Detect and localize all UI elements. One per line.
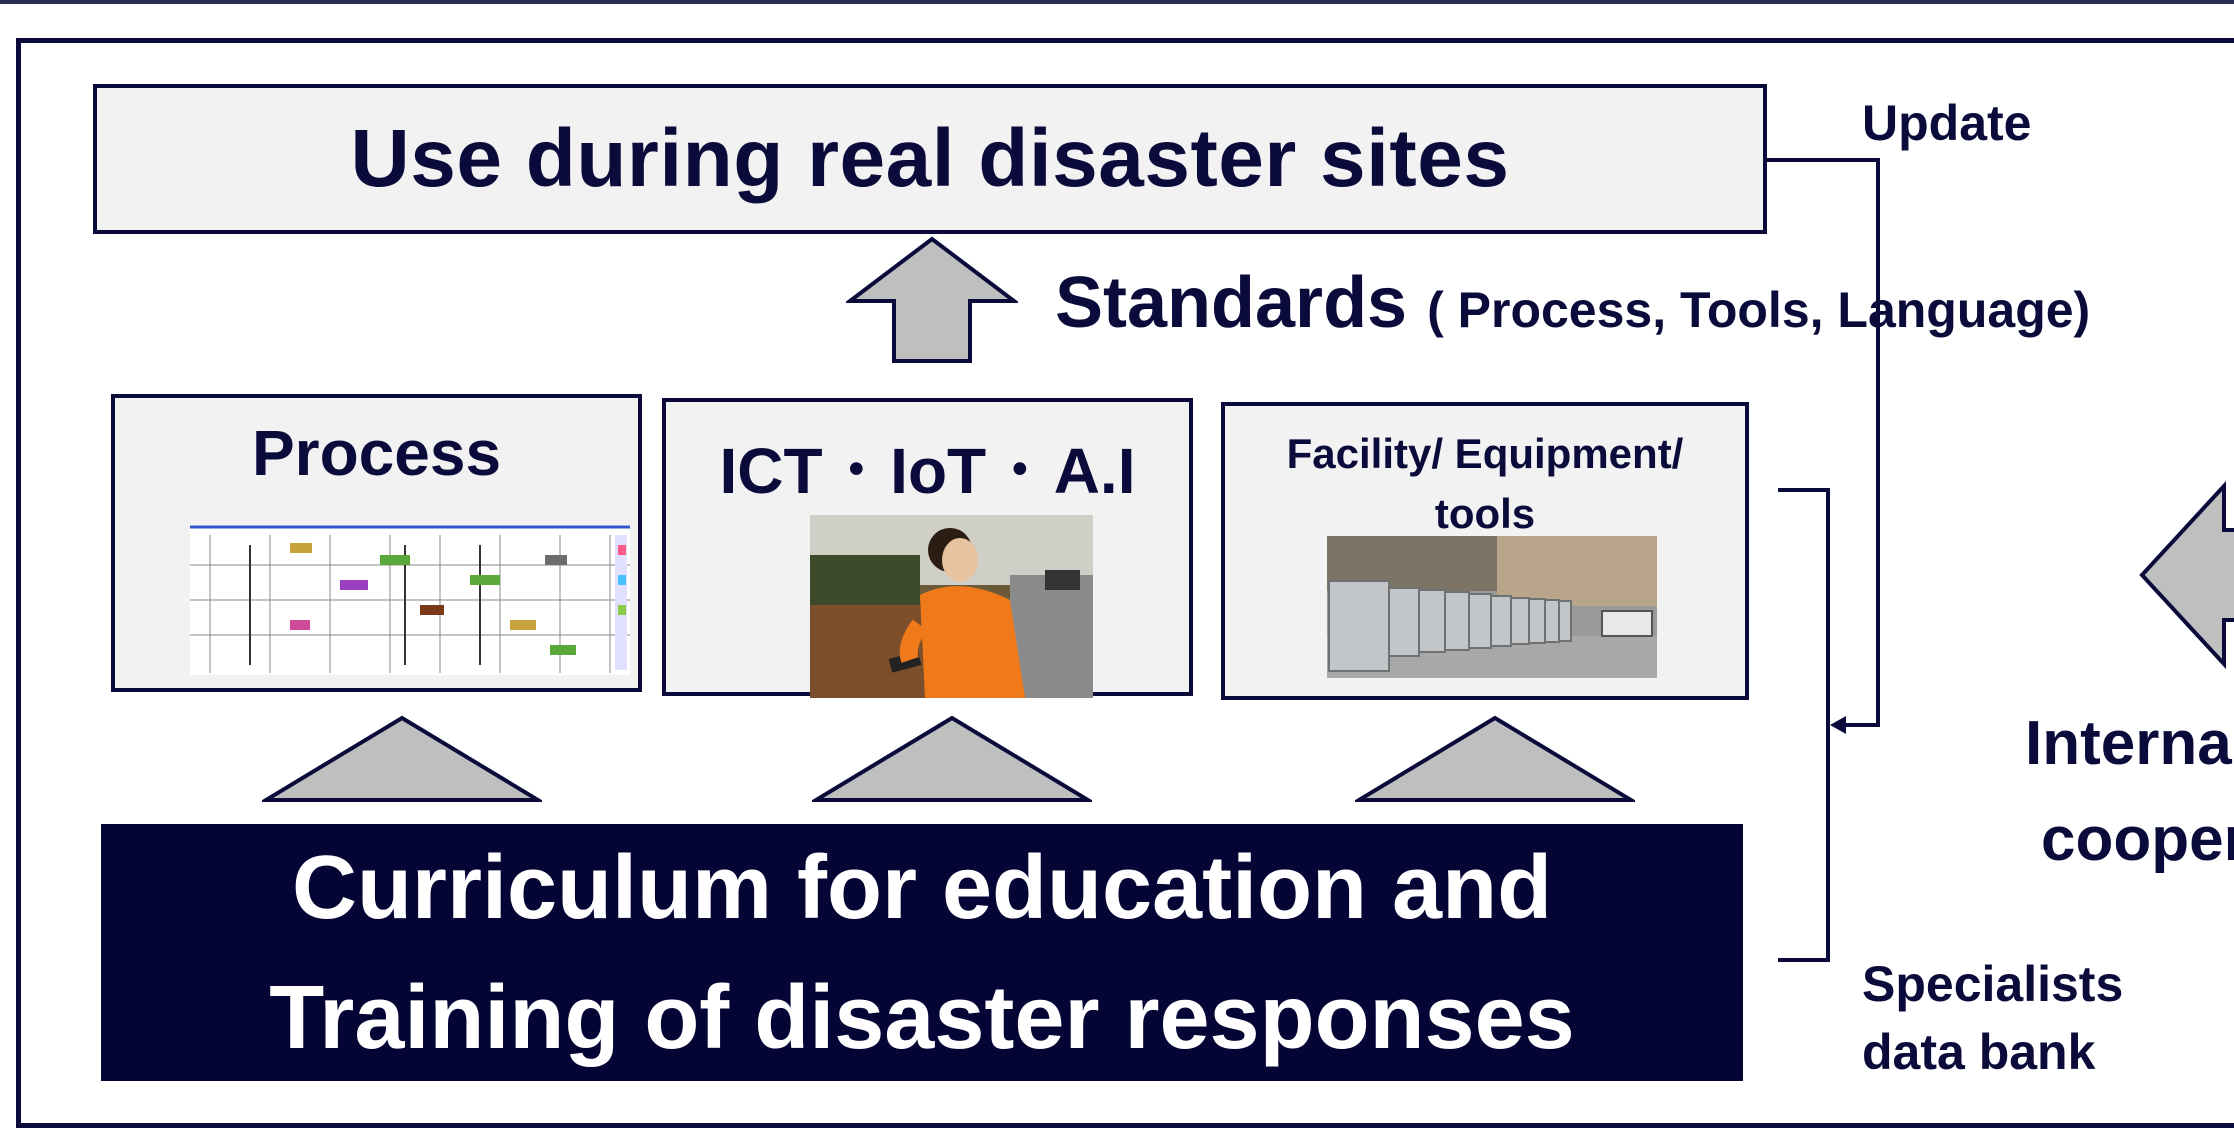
process-triangle: [262, 715, 542, 802]
curriculum-box: Curriculum for education and Training of…: [101, 824, 1743, 1081]
standards-up-arrow: [846, 236, 1018, 363]
international-line1: Interna: [2025, 709, 2232, 778]
real-disaster-sites-box: Use during real disaster sites: [93, 84, 1767, 234]
international-double-arrow: [2139, 480, 2234, 670]
real-disaster-sites-title: Use during real disaster sites: [350, 113, 1510, 204]
facility-title-line2: tools: [1434, 490, 1536, 537]
ict-triangle: [812, 715, 1092, 802]
specialists-data-bank-label: Specialists data bank: [1862, 950, 2123, 1086]
standards-label: Standards ( Process, Tools, Language): [1055, 262, 2090, 344]
process-chart-thumbnail: [190, 525, 630, 675]
curriculum-line2: Training of disaster responses: [269, 967, 1575, 1068]
specialists-line2: data bank: [1862, 1024, 2096, 1080]
curriculum-line1: Curriculum for education and: [291, 837, 1553, 938]
process-card-title: Process: [251, 417, 502, 489]
ict-card-title: ICT ･ IoT ･ A.I: [719, 435, 1136, 507]
facility-title-line1: Facility/ Equipment/: [1286, 430, 1684, 477]
update-label: Update: [1862, 95, 2032, 151]
ict-iot-ai-card: ICT ･ IoT ･ A.I: [662, 398, 1193, 698]
top-rule: [0, 0, 2234, 4]
international-line2: cooper: [2041, 805, 2234, 874]
specialists-line1: Specialists: [1862, 956, 2124, 1012]
facility-card: Facility/ Equipment/ tools: [1221, 402, 1749, 700]
facility-card-title: Facility/ Equipment/ tools: [1225, 424, 1745, 544]
person-using-tablet-photo: [810, 515, 1093, 698]
international-cooperation-label: Interna cooper: [2025, 696, 2234, 888]
facility-triangle: [1355, 715, 1635, 802]
update-connector: [1766, 158, 1880, 962]
standards-detail: ( Process, Tools, Language): [1427, 282, 2091, 338]
containers-photo: [1327, 536, 1657, 678]
process-card: Process: [111, 394, 642, 692]
standards-word: Standards: [1055, 263, 1408, 343]
